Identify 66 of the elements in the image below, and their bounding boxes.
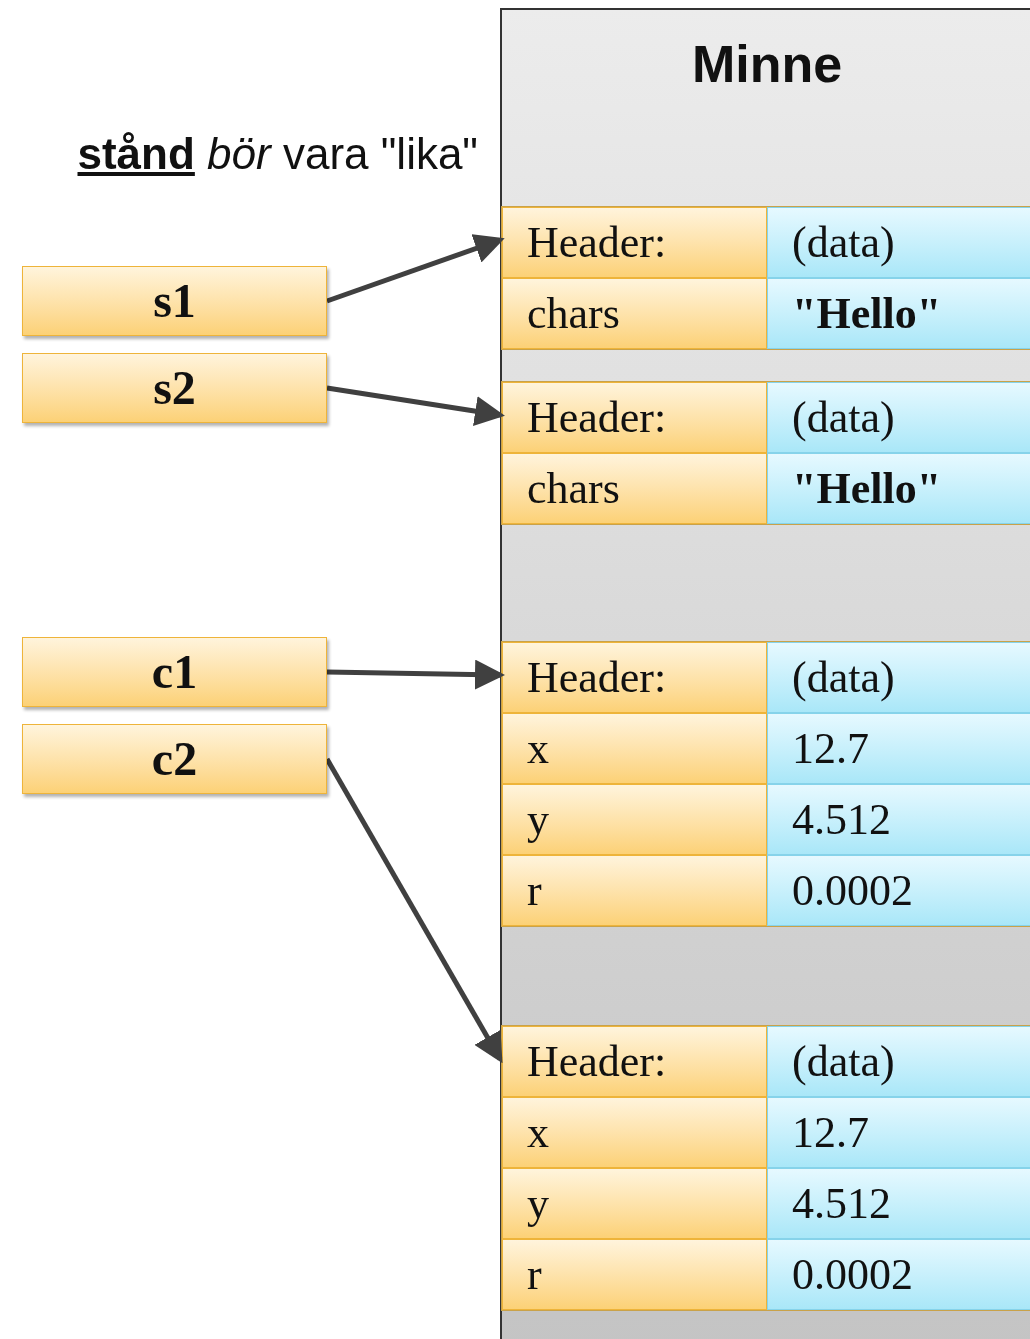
field-name-cell <box>502 784 767 855</box>
field-value: "Hello" <box>792 466 942 511</box>
field-name: r <box>527 868 542 913</box>
field-value: 4.512 <box>792 1181 891 1226</box>
field-name-cell <box>502 207 767 278</box>
panel-title: Minne <box>691 38 843 90</box>
memory-object <box>502 382 1030 524</box>
field-name: x <box>527 726 549 771</box>
pointer-arrow <box>326 659 505 690</box>
field-name-cell <box>502 453 767 524</box>
field-name-cell <box>502 1026 767 1097</box>
field-value-cell <box>767 278 1030 349</box>
variable-name: s1 <box>153 277 196 325</box>
field-name-cell <box>502 855 767 926</box>
field-value: (data) <box>792 1039 895 1084</box>
field-value: 0.0002 <box>792 868 913 913</box>
field-value-cell <box>767 784 1030 855</box>
field-value-cell <box>767 1026 1030 1097</box>
field-value-cell <box>767 207 1030 278</box>
field-value: 12.7 <box>792 726 869 771</box>
variable-name: s2 <box>153 364 196 412</box>
field-value: (data) <box>792 655 895 700</box>
field-value-cell <box>767 642 1030 713</box>
field-value: 12.7 <box>792 1110 869 1155</box>
field-name: chars <box>527 291 620 336</box>
field-name-cell <box>502 278 767 349</box>
field-name: Header: <box>527 655 667 700</box>
field-name-cell <box>502 1168 767 1239</box>
pointer-arrow <box>326 234 505 304</box>
field-name-cell <box>502 1239 767 1310</box>
field-name-cell <box>502 1097 767 1168</box>
memory-object <box>502 207 1030 349</box>
variable-box <box>22 637 327 707</box>
field-name: r <box>527 1252 542 1297</box>
field-value: (data) <box>792 220 895 265</box>
field-value: (data) <box>792 395 895 440</box>
field-name-cell <box>502 382 767 453</box>
memory-object <box>502 642 1030 926</box>
note-text: stånd bör vara "lika" <box>77 132 478 176</box>
field-name: y <box>527 1181 549 1226</box>
variable-name: c1 <box>151 648 198 696</box>
variable-name: c2 <box>151 735 198 783</box>
field-value-cell <box>767 1239 1030 1310</box>
field-value-cell <box>767 1168 1030 1239</box>
field-name-cell <box>502 713 767 784</box>
field-value-cell <box>767 855 1030 926</box>
field-name: y <box>527 797 549 842</box>
variable-box <box>22 724 327 794</box>
memory-panel <box>500 8 1030 1339</box>
field-value: 0.0002 <box>792 1252 913 1297</box>
field-name-cell <box>502 642 767 713</box>
field-value: "Hello" <box>792 291 942 336</box>
field-name: chars <box>527 466 620 511</box>
field-name: Header: <box>527 1039 667 1084</box>
variable-box <box>22 353 327 423</box>
variable-box <box>22 266 327 336</box>
field-value-cell <box>767 382 1030 453</box>
memory-object <box>502 1026 1030 1310</box>
field-name: Header: <box>527 395 667 440</box>
field-value: 4.512 <box>792 797 891 842</box>
field-value-cell <box>767 453 1030 524</box>
field-name: x <box>527 1110 549 1155</box>
field-value-cell <box>767 713 1030 784</box>
field-name: Header: <box>527 220 667 265</box>
field-value-cell <box>767 1097 1030 1168</box>
pointer-arrow <box>326 385 505 426</box>
